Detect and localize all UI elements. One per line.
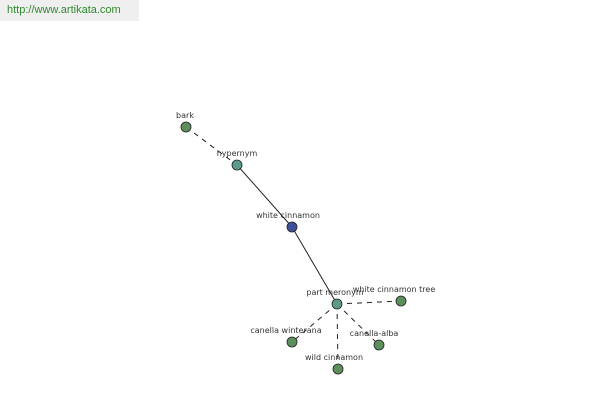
node-part-meronym[interactable]: [331, 298, 343, 310]
node-white-cinnamon[interactable]: [286, 221, 298, 233]
node-label-white-cinnamon: white cinnamon: [256, 211, 320, 220]
edge-part-meronym-canella-alba: [336, 303, 380, 346]
watermark-url: http://www.artikata.com: [0, 0, 139, 21]
edge-part-meronym-canella-winterana: [291, 303, 338, 343]
node-wild-cinnamon[interactable]: [332, 363, 344, 375]
node-label-white-cinnamon-tree: white cinnamon tree: [353, 285, 436, 294]
edges-layer: [185, 126, 402, 370]
node-label-hypernym: hypernym: [217, 149, 258, 158]
node-hypernym[interactable]: [231, 159, 243, 171]
edge-bark-hypernym: [185, 126, 238, 166]
edge-white-cinnamon-part-meronym: [291, 226, 338, 305]
node-canella-winterana[interactable]: [286, 336, 298, 348]
node-bark[interactable]: [180, 121, 192, 133]
edge-hypernym-white-cinnamon: [236, 164, 293, 228]
node-label-bark: bark: [176, 111, 194, 120]
labels-layer: bark hypernym white cinnamon part meronymwh…: [176, 111, 435, 362]
node-white-cinnamon-tree[interactable]: [395, 295, 407, 307]
edge-part-meronym-white-cinnamon-tree: [336, 300, 402, 305]
nodes-layer: [180, 121, 407, 375]
node-label-canella-winterana: canella winterana: [250, 326, 321, 335]
node-label-part-meronym: part meronym: [306, 288, 363, 297]
node-canella-alba[interactable]: [373, 339, 385, 351]
edge-part-meronym-wild-cinnamon: [336, 303, 339, 370]
node-label-wild-cinnamon: wild cinnamon: [305, 353, 363, 362]
node-label-canella-alba: canella-alba: [350, 329, 399, 338]
